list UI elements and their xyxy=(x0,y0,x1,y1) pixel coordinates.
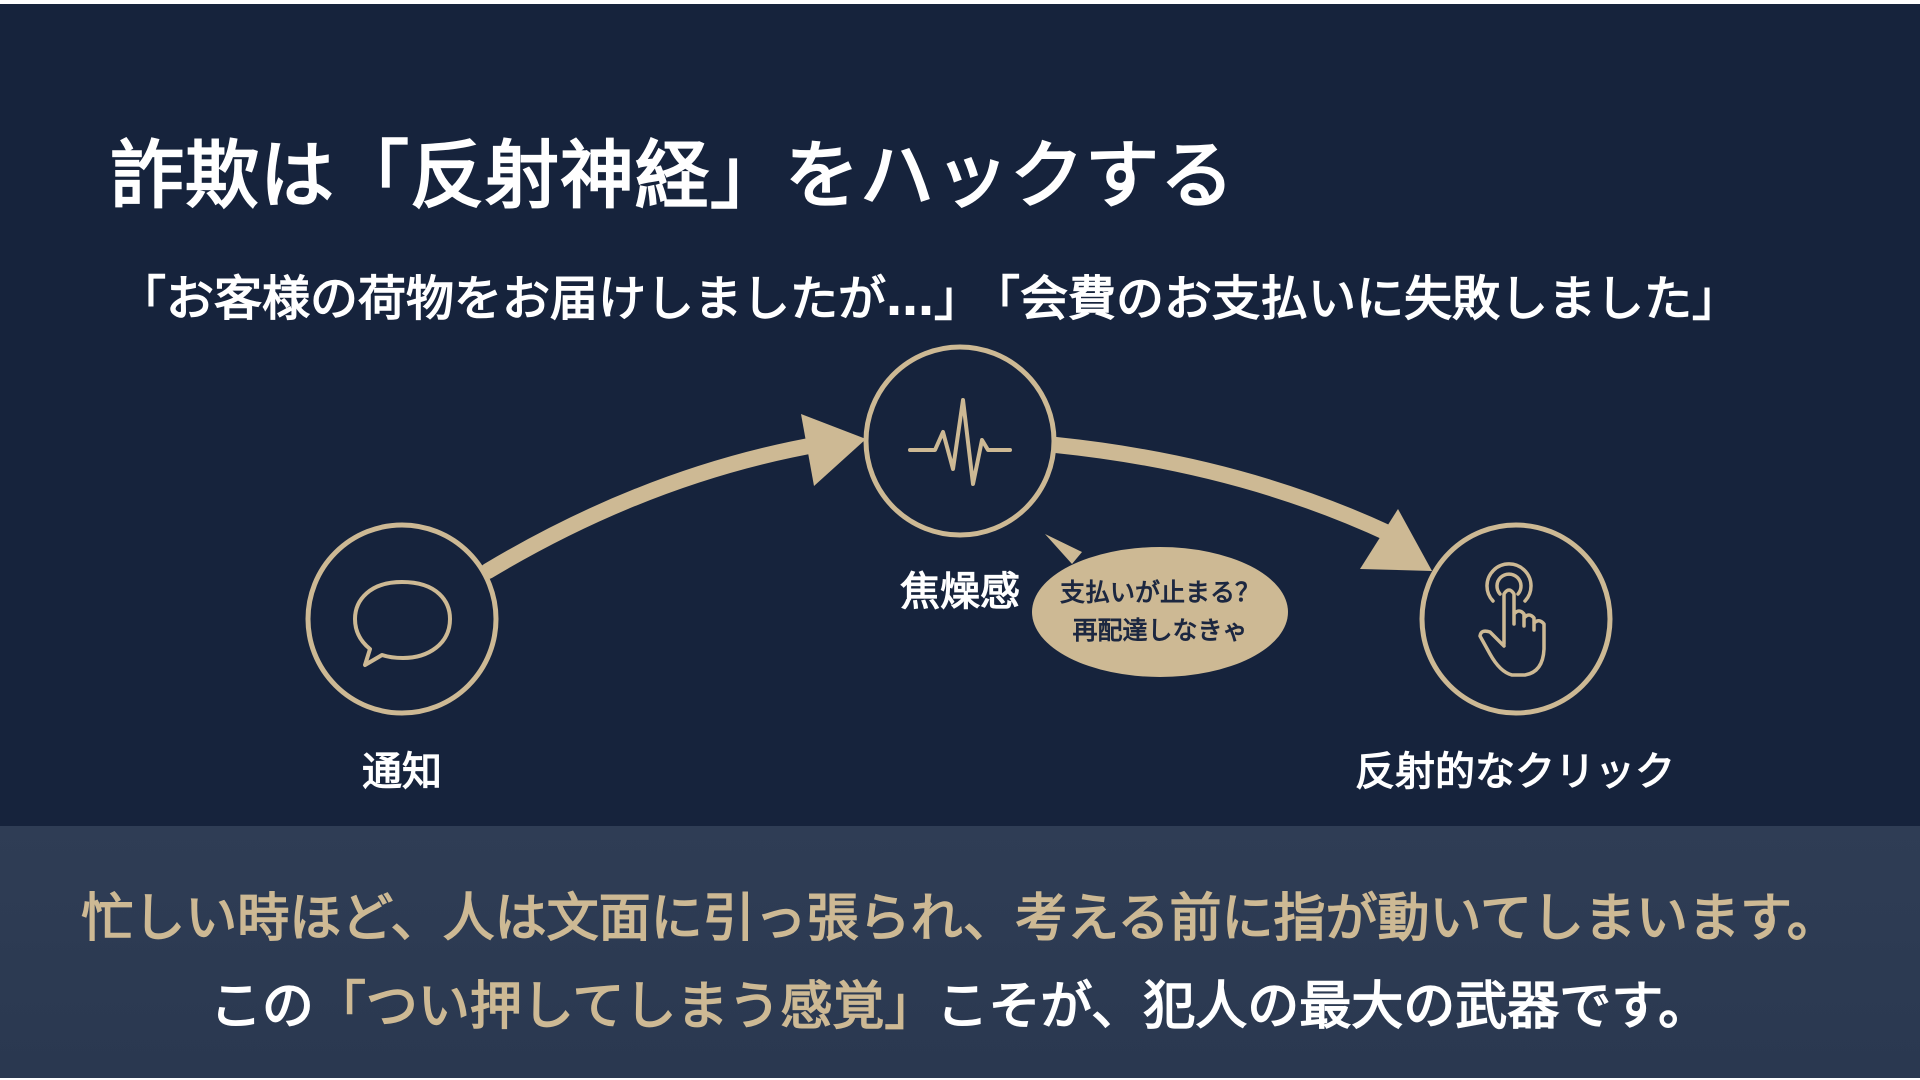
thought-line-2: 再配達しなきゃ xyxy=(1072,616,1248,645)
footer-line-2-pre: この xyxy=(209,977,314,1037)
slide: 詐欺は「反射神経」をハックする 「お客様の荷物をお届けしましたが…」 「会費のお… xyxy=(0,4,1920,1078)
slide-title: 詐欺は「反射神経」をハックする xyxy=(110,133,1235,219)
label-anxiety: 焦燥感 xyxy=(900,569,1020,615)
tap-finger-icon xyxy=(1478,562,1546,677)
flow-diagram xyxy=(305,344,1613,716)
footer-band xyxy=(0,826,1920,1078)
speech-bubble-icon xyxy=(353,580,452,667)
label-notify: 通知 xyxy=(362,749,442,795)
footer-line-2: この「つい押してしまう感覚」こそが、犯人の最大の武器です。 xyxy=(0,964,1920,1039)
thought-line-1: 支払いが止まる？ xyxy=(1059,578,1260,607)
footer-line-1: 忙しい時ほど、人は文面に引っ張られ、考える前に指が動いてしまいます。 xyxy=(81,889,1839,949)
footer-highlight: 「つい押してしまう感覚」 xyxy=(313,977,937,1037)
arrow-anxiety-to-click xyxy=(1048,437,1398,542)
arrow-notify-to-anxiety xyxy=(480,436,828,579)
footer-line-2-post: こそが、犯人の最大の武器です。 xyxy=(936,977,1711,1037)
quote-delivery: 「お客様の荷物をお届けしましたが…」 xyxy=(118,271,983,327)
quote-payment: 「会費のお支払いに失敗しました」 xyxy=(972,271,1741,327)
thought-bubble xyxy=(1032,534,1288,677)
node-anxiety xyxy=(863,344,1057,538)
label-reflex-click: 反射的なクリック xyxy=(1355,749,1675,795)
arrow-head-2 xyxy=(1360,509,1432,571)
heartbeat-icon xyxy=(908,398,1012,486)
node-click xyxy=(1419,522,1613,716)
arrow-head-1 xyxy=(801,414,866,486)
thought-bubble-text: 支払いが止まる？ 再配達しなきゃ xyxy=(1045,574,1275,650)
node-notify xyxy=(305,522,499,716)
